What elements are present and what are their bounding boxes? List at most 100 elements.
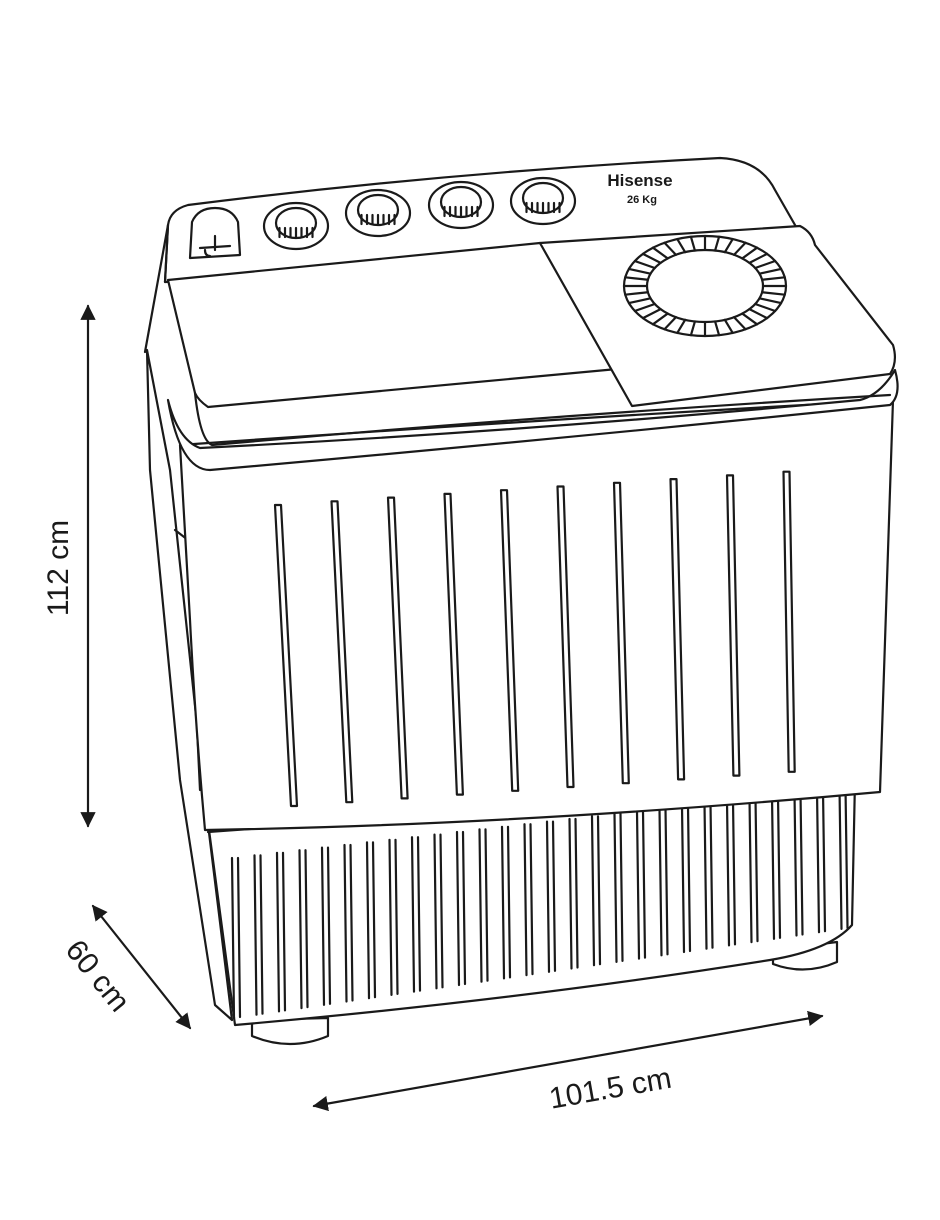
plinth-rib <box>838 786 843 931</box>
plinth-rib <box>298 849 303 1010</box>
plinth-rib <box>574 817 579 969</box>
plinth-rib <box>484 828 489 982</box>
plinth-rib <box>461 830 467 986</box>
side-panel <box>145 348 234 1022</box>
plinth-rib <box>703 802 708 950</box>
spin-window-rib <box>689 235 697 252</box>
plinth-rib <box>770 794 776 940</box>
capacity-label: 26 Kg <box>627 194 657 206</box>
plinth-rib <box>410 836 416 993</box>
plinth-rib <box>259 854 264 1015</box>
spin-window-rib <box>748 252 769 264</box>
spin-window-rib <box>641 308 662 320</box>
plinth-rib <box>433 833 438 990</box>
plinth-rib <box>371 841 377 999</box>
plinth-rib <box>455 830 461 987</box>
lid-front-edge <box>193 391 892 447</box>
spin-window-rib <box>732 241 747 256</box>
vent-slot <box>782 470 796 773</box>
spin-window-rib <box>676 237 687 254</box>
plinth-rib <box>388 838 393 997</box>
spin-window-rib <box>624 291 649 296</box>
brand-logo: Hisense <box>607 171 672 190</box>
plinth-rib <box>658 807 663 957</box>
plinth-rib <box>709 802 714 949</box>
spin-window <box>622 234 788 338</box>
plinth-rib <box>596 815 602 966</box>
spin-window-rib <box>732 316 747 331</box>
plinth-rib <box>821 789 827 933</box>
plinth-rib <box>776 794 782 939</box>
spin-window-rib <box>723 237 734 254</box>
plinth-rib <box>275 851 281 1013</box>
plinth-rib <box>439 833 444 989</box>
spin-window-rib <box>641 252 662 264</box>
control-knobs <box>262 176 577 251</box>
plinth-rib <box>635 810 641 960</box>
plinth-rib <box>343 843 348 1003</box>
plinth-rib <box>253 854 258 1016</box>
plinth-rib <box>815 789 821 934</box>
plinth-rib <box>529 823 534 976</box>
spin-window-rib <box>633 259 656 270</box>
plinth-rib <box>281 851 287 1012</box>
spin-window-rib <box>676 318 687 335</box>
spin-window-rib <box>754 259 777 270</box>
depth-dimension: 60 cm <box>59 904 192 1030</box>
spin-window-rib <box>689 320 697 337</box>
vent-slot <box>556 485 575 789</box>
plinth-rib <box>725 799 731 947</box>
plinth-rib <box>236 856 242 1019</box>
plinth-rib <box>590 815 596 967</box>
control-knob <box>427 180 495 230</box>
plinth-rib <box>686 804 692 953</box>
washing-machine: Hisense 26 Kg <box>143 156 899 1046</box>
plinth-rib <box>394 838 399 996</box>
plinth-rib <box>613 812 618 964</box>
plinth-rib <box>748 797 753 944</box>
control-knob <box>509 176 577 226</box>
control-knob <box>344 188 412 238</box>
width-dimension: 101.5 cm <box>312 1010 824 1116</box>
detergent-cup-icon <box>188 206 242 260</box>
plinth-rib <box>416 836 422 992</box>
plinth-rib <box>478 828 483 983</box>
spin-window-rib <box>741 246 759 260</box>
spin-window-rib <box>758 267 783 275</box>
vent-slot <box>499 489 520 792</box>
plinth-rib <box>320 846 326 1006</box>
spin-window-rib <box>713 235 721 252</box>
spin-window-rib <box>651 246 669 260</box>
spin-window-rib <box>627 297 652 305</box>
plinth-rib <box>680 804 686 954</box>
plinth-rib <box>349 843 354 1002</box>
vent-slot <box>669 478 686 781</box>
spin-window-rib <box>663 316 678 331</box>
plinth-rib <box>551 820 557 972</box>
front-vent-slots <box>273 470 796 808</box>
plinth-rib <box>365 841 371 1000</box>
plinth-rib <box>754 797 759 943</box>
plinth-rib <box>793 791 798 937</box>
spin-window-rib <box>748 308 769 320</box>
lid-rim <box>166 368 899 472</box>
plinth-rib <box>641 810 647 959</box>
width-arrow <box>312 1010 824 1112</box>
control-knob <box>262 201 330 251</box>
plinth-rib <box>326 846 332 1005</box>
plinth-rib <box>230 856 236 1020</box>
spin-window-rib <box>627 267 652 275</box>
spin-window-rib <box>663 241 678 256</box>
spin-window-rib <box>633 302 656 313</box>
vent-slot <box>273 503 299 808</box>
plinth-rib <box>506 825 512 979</box>
spin-window-rib <box>741 312 759 326</box>
plinth-rib <box>664 807 669 956</box>
spin-window-rib <box>758 297 783 305</box>
width-label: 101.5 cm <box>547 1062 674 1116</box>
plinth-ribs <box>206 778 882 1020</box>
plinth-rib <box>799 791 804 936</box>
spin-window-rib <box>761 291 786 296</box>
vent-slot <box>725 474 741 777</box>
